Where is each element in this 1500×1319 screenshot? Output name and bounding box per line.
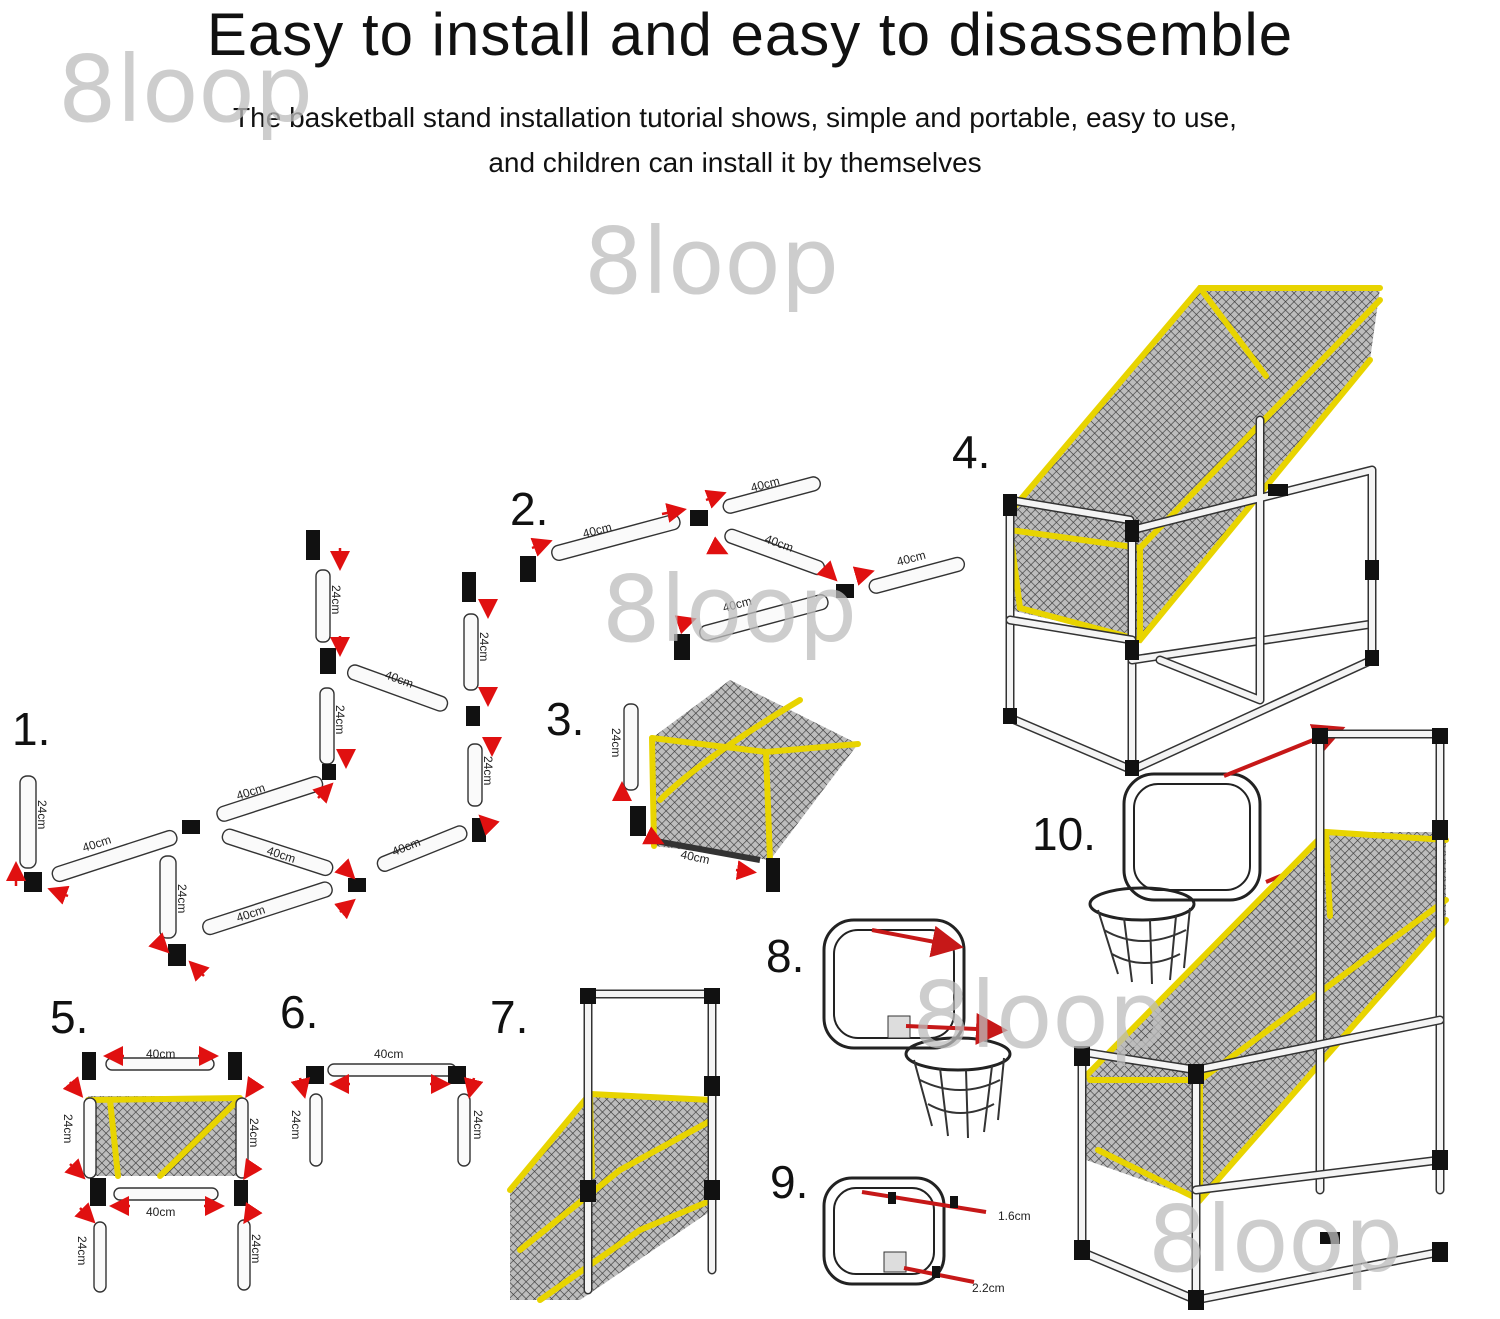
step-6-top-frame: 40cm 24cm 24cm	[289, 1047, 485, 1167]
step-number-3: 3.	[546, 693, 584, 745]
dim-label: 24cm	[477, 632, 491, 661]
dim-label: 24cm	[329, 585, 343, 614]
bolt-label-short: 1.6cm	[998, 1209, 1031, 1223]
dim-label: 24cm	[609, 728, 623, 757]
subtitle-line-1: The basketball stand installation tutori…	[233, 102, 1237, 133]
dim-label: 40cm	[895, 548, 927, 569]
bolt-label-long: 2.2cm	[972, 1281, 1005, 1295]
dim-label: 24cm	[35, 800, 49, 829]
step-2-pipes: 40cm 40cm 40cm 40cm 40cm	[520, 474, 966, 660]
step-number-9: 9.	[770, 1156, 808, 1208]
step-10-final-stand	[1074, 724, 1449, 1310]
step-5-net-frame: 40cm 40cm 24cm 24cm 24cm 24cm	[61, 1046, 265, 1293]
step-number-8: 8.	[766, 930, 804, 982]
page-title: Easy to install and easy to disassemble	[206, 1, 1294, 68]
step-number-4: 4.	[952, 426, 990, 478]
watermark: 8loop	[584, 208, 840, 315]
dim-label: 40cm	[146, 1205, 175, 1219]
dim-label: 24cm	[249, 1234, 263, 1263]
watermark: 8loop	[1148, 1186, 1404, 1293]
watermark: 8loop	[912, 962, 1168, 1069]
step-number-5: 5.	[50, 991, 88, 1043]
step-4-assembled-stand	[1003, 285, 1383, 776]
dim-label: 24cm	[289, 1110, 303, 1139]
dim-label: 24cm	[61, 1114, 75, 1143]
step-number-6: 6.	[280, 986, 318, 1038]
step-number-1: 1.	[12, 703, 50, 755]
dim-label: 24cm	[333, 705, 347, 734]
step-3-net-assembly: 24cm 40cm	[609, 680, 861, 892]
step-9-bolts: 1.6cm 2.2cm	[822, 1176, 1031, 1295]
dim-label: 40cm	[679, 847, 711, 867]
dim-label: 24cm	[471, 1110, 485, 1139]
watermark: 8loop	[602, 556, 858, 663]
step-7-partial-stand	[507, 988, 720, 1303]
dim-label: 24cm	[75, 1236, 89, 1265]
dim-label: 24cm	[247, 1118, 261, 1147]
step-number-2: 2.	[510, 483, 548, 535]
subtitle-line-2: and children can install it by themselve…	[488, 147, 982, 178]
dim-label: 40cm	[265, 844, 297, 866]
step-number-7: 7.	[490, 991, 528, 1043]
step-number-10: 10.	[1032, 808, 1096, 860]
dim-label: 24cm	[175, 884, 189, 913]
step-1-pipes: 24cm 40cm 40cm 24cm 40cm 40cm 40cm 24cm …	[5, 530, 502, 982]
dim-label: 40cm	[374, 1047, 403, 1061]
dim-label: 40cm	[146, 1047, 175, 1061]
watermark: 8loop	[58, 36, 314, 143]
dim-label: 24cm	[481, 756, 495, 785]
step-8-backboard-hoop	[822, 918, 1012, 1139]
